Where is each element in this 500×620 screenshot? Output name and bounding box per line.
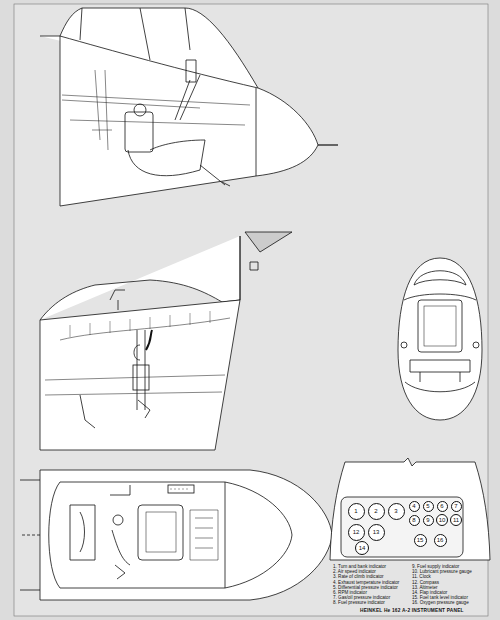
sheet-frame — [14, 4, 488, 616]
key-entry: 1. Turn and bank indicator — [333, 565, 386, 570]
key-entry: 15. Fuel tank level indicator — [412, 596, 468, 601]
side-view-nose — [40, 8, 338, 206]
callout-number: 3 — [394, 508, 397, 514]
side-section — [40, 232, 292, 450]
callout-number: 1 — [354, 508, 357, 514]
callout-number: 6 — [440, 503, 443, 509]
key-entry: 4. Exhaust temperature indicator — [333, 581, 399, 586]
instrument-panel-outline — [330, 458, 490, 560]
instrument-dial: 11 — [450, 514, 462, 526]
key-entry: 8. Fuel pressure indicator — [333, 601, 385, 606]
key-entry: 10. Lubricant pressure gauge — [412, 570, 472, 575]
instrument-dial: 9 — [423, 515, 434, 526]
front-section — [398, 258, 482, 420]
key-entry: 12. Compass — [412, 581, 439, 586]
instrument-dial: 7 — [451, 501, 462, 512]
callout-number: 13 — [373, 529, 380, 535]
instrument-dial: 6 — [437, 501, 448, 512]
drawing-title: HEINKEL He 162 A-2 INSTRUMENT PANEL — [360, 608, 464, 613]
callout-number: 15 — [417, 537, 424, 543]
instrument-dial: 14 — [355, 541, 369, 555]
key-entry: 9. Fuel supply indicator — [412, 565, 459, 570]
key-entry: 13. Altimeter — [412, 586, 438, 591]
plan-view — [20, 470, 332, 600]
callout-number: 10 — [439, 517, 446, 523]
instrument-dial: 1 — [348, 503, 365, 520]
callout-number: 12 — [353, 529, 360, 535]
key-entry: 14. Flap indicator — [412, 591, 447, 596]
instrument-dial: 8 — [409, 515, 420, 526]
key-entry: 5. Differential pressure indicator — [333, 586, 398, 591]
instrument-dial: 16 — [434, 534, 447, 547]
callout-number: 8 — [412, 517, 415, 523]
callout-number: 4 — [412, 503, 415, 509]
callout-number: 16 — [437, 537, 444, 543]
instrument-dial: 5 — [423, 501, 434, 512]
callout-number: 7 — [454, 503, 457, 509]
instrument-dial: 10 — [436, 514, 448, 526]
callout-number: 14 — [359, 545, 366, 551]
key-entry: 11. Clock — [412, 575, 431, 580]
callout-number: 5 — [426, 503, 429, 509]
key-entry: 3. Rate of climb indicator — [333, 575, 384, 580]
callout-number: 11 — [453, 517, 459, 523]
key-entry: 2. Air speed indicator — [333, 570, 376, 575]
instrument-dial: 15 — [414, 534, 427, 547]
callout-number: 2 — [374, 508, 377, 514]
key-entry: 16. Oxygen pressure gauge — [412, 601, 469, 606]
instrument-dial: 2 — [368, 503, 385, 520]
instrument-dial: 13 — [368, 524, 385, 541]
key-entry: 7. Gas/oil pressure indicator — [333, 596, 390, 601]
callout-number: 9 — [426, 517, 429, 523]
key-entry: 6. RPM indicator — [333, 591, 367, 596]
instrument-dial: 3 — [388, 503, 405, 520]
instrument-dial: 12 — [348, 524, 365, 541]
instrument-dial: 4 — [409, 501, 420, 512]
